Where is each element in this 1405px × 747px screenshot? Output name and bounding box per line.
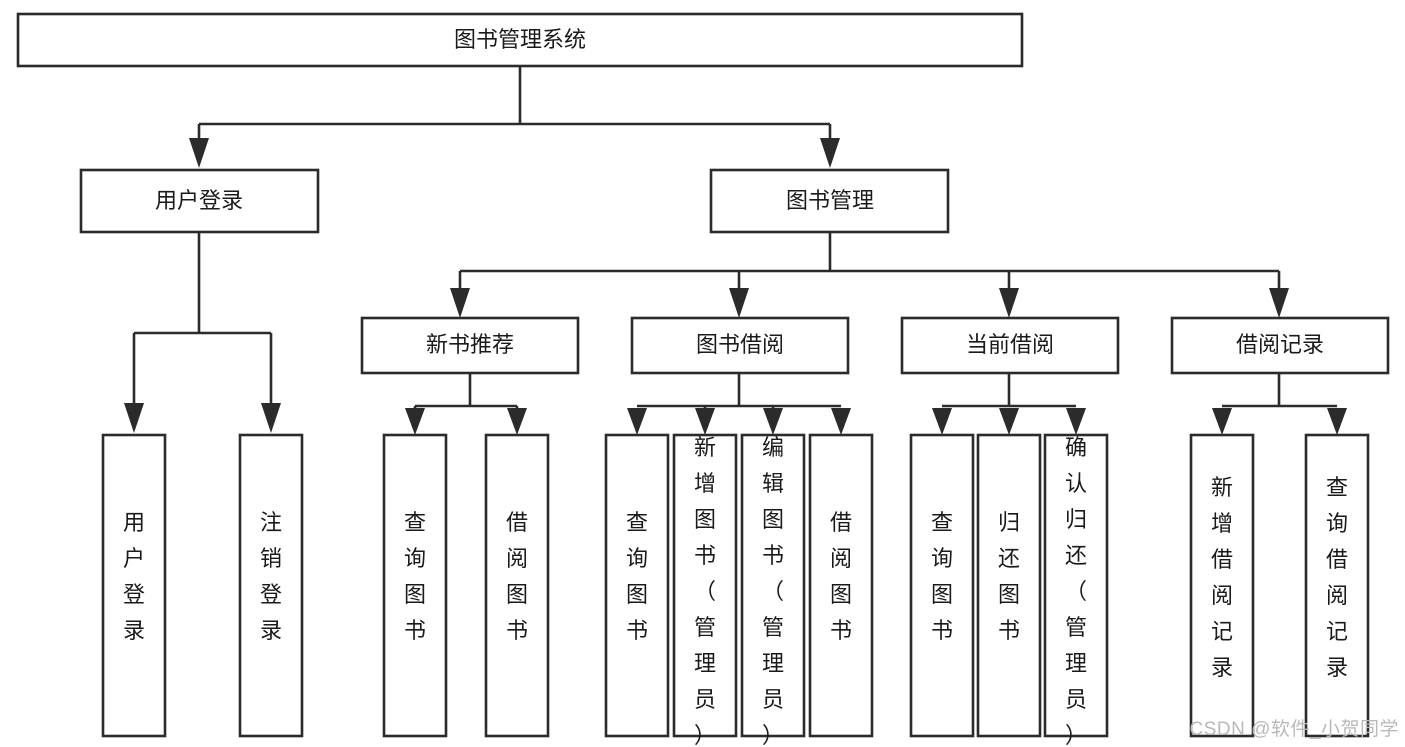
leaf-node[interactable]: 编辑图书（管理员）: [740, 433, 806, 747]
node-user-login-label: 用户登录: [155, 188, 243, 213]
arrow-head-nb-borrow: [507, 408, 527, 435]
leaf-node[interactable]: 查询借阅记录: [1304, 433, 1370, 738]
leaf-bb-add-book-box[interactable]: [672, 433, 738, 738]
arrow-head-bb-add: [695, 408, 715, 435]
node-book-borrow[interactable]: 图书借阅: [630, 316, 850, 375]
connector-new-book-to-leaves: [405, 373, 527, 435]
node-current-borrow-label: 当前借阅: [966, 332, 1054, 357]
leaf-user-login-label: 用户登录: [123, 510, 145, 643]
arrow-head-nb-query: [405, 408, 425, 435]
arrow-head-cb-query: [932, 408, 952, 435]
node-book-manage-box[interactable]: [709, 168, 950, 234]
connector-user-login-to-leaves: [124, 232, 281, 433]
leaf-node[interactable]: 新增图书（管理员）: [672, 433, 738, 747]
leaf-nb-query-book-box[interactable]: [382, 433, 448, 738]
leaf-bb-edit-book-label: 编辑图书（管理员）: [762, 435, 784, 747]
leaf-bb-borrow-book-label: 借阅图书: [830, 510, 852, 643]
leaf-nb-borrow-book-label: 借阅图书: [506, 510, 528, 643]
node-new-book-recommend[interactable]: 新书推荐: [360, 316, 580, 375]
node-user-login-box[interactable]: [79, 168, 320, 234]
arrow-head-leaf-logout: [261, 403, 281, 433]
leaf-node[interactable]: 注销登录: [238, 433, 304, 738]
leaf-bb-query-book-label: 查询图书: [626, 510, 648, 643]
leaf-nb-borrow-book-box[interactable]: [484, 433, 550, 738]
leaf-br-add-record-label: 新增借阅记录: [1211, 475, 1233, 680]
leaf-cb-return-book-label: 归还图书: [998, 510, 1020, 643]
leaf-br-query-record-label: 查询借阅记录: [1326, 475, 1348, 680]
leaf-cb-confirm-return-box[interactable]: [1043, 433, 1109, 738]
node-book-borrow-box[interactable]: [630, 316, 850, 375]
arrow-head-book-manage: [820, 138, 840, 168]
node-root-label: 图书管理系统: [454, 27, 586, 52]
arrow-head-cb-return: [999, 408, 1019, 435]
leaf-user-login-box[interactable]: [101, 433, 167, 738]
leaf-node[interactable]: 查询图书: [604, 433, 670, 738]
leaf-bb-edit-book-box[interactable]: [740, 433, 806, 738]
leaf-cb-confirm-return-label: 确认归还（管理员）: [1065, 435, 1087, 747]
node-borrow-record-label: 借阅记录: [1236, 332, 1324, 357]
leaf-node[interactable]: 新增借阅记录: [1189, 433, 1255, 738]
node-borrow-record-box[interactable]: [1170, 316, 1390, 375]
arrow-head-br-query: [1327, 408, 1347, 435]
arrow-head-book-borrow: [729, 288, 749, 318]
node-current-borrow[interactable]: 当前借阅: [900, 316, 1120, 375]
connector-root-to-level2: [189, 66, 840, 168]
node-borrow-record[interactable]: 借阅记录: [1170, 316, 1390, 375]
arrow-head-cb-confirm: [1066, 408, 1086, 435]
arrow-head-bb-query: [627, 408, 647, 435]
leaf-bb-add-book-label: 新增图书（管理员）: [694, 435, 716, 747]
node-user-login[interactable]: 用户登录: [79, 168, 320, 234]
leaf-node[interactable]: 借阅图书: [808, 433, 874, 738]
node-book-manage[interactable]: 图书管理: [709, 168, 950, 234]
leaf-node[interactable]: 归还图书: [976, 433, 1042, 738]
leaf-logout-label: 注销登录: [260, 510, 282, 643]
arrow-head-bb-edit: [763, 408, 783, 435]
node-current-borrow-box[interactable]: [900, 316, 1120, 375]
leaf-nb-query-book-label: 查询图书: [404, 510, 426, 643]
leaf-node[interactable]: 用户登录: [101, 433, 167, 738]
connector-book-manage-to-level3: [450, 232, 1289, 318]
arrow-head-borrow-record: [1269, 288, 1289, 318]
leaf-node[interactable]: 查询图书: [909, 433, 975, 738]
node-root[interactable]: 图书管理系统: [16, 12, 1024, 68]
leaf-node[interactable]: 确认归还（管理员）: [1043, 433, 1109, 747]
node-root-box[interactable]: [16, 12, 1024, 68]
node-book-borrow-label: 图书借阅: [696, 332, 784, 357]
leaf-cb-query-book-label: 查询图书: [931, 510, 953, 643]
arrow-head-leaf-user-login: [124, 403, 144, 433]
leaf-logout-box[interactable]: [238, 433, 304, 738]
leaf-cb-return-book-box[interactable]: [976, 433, 1042, 738]
node-book-manage-label: 图书管理: [786, 188, 874, 213]
arrow-head-br-add: [1212, 408, 1232, 435]
leaf-br-add-record-box[interactable]: [1189, 433, 1255, 738]
node-new-book-recommend-box[interactable]: [360, 316, 580, 375]
arrow-head-new-book: [450, 288, 470, 318]
leaf-node[interactable]: 查询图书: [382, 433, 448, 738]
connector-borrow-record-to-leaves: [1212, 373, 1347, 435]
arrow-head-current-borrow: [999, 288, 1019, 318]
leaf-cb-query-book-box[interactable]: [909, 433, 975, 738]
connector-book-borrow-to-leaves: [627, 373, 851, 435]
node-new-book-recommend-label: 新书推荐: [426, 332, 514, 357]
leaf-br-query-record-box[interactable]: [1304, 433, 1370, 738]
connector-current-borrow-to-leaves: [932, 373, 1086, 435]
arrow-head-bb-borrow: [831, 408, 851, 435]
arrow-head-user-login: [189, 138, 209, 168]
leaf-node[interactable]: 借阅图书: [484, 433, 550, 738]
leaf-bb-borrow-book-box[interactable]: [808, 433, 874, 738]
leaf-bb-query-book-box[interactable]: [604, 433, 670, 738]
